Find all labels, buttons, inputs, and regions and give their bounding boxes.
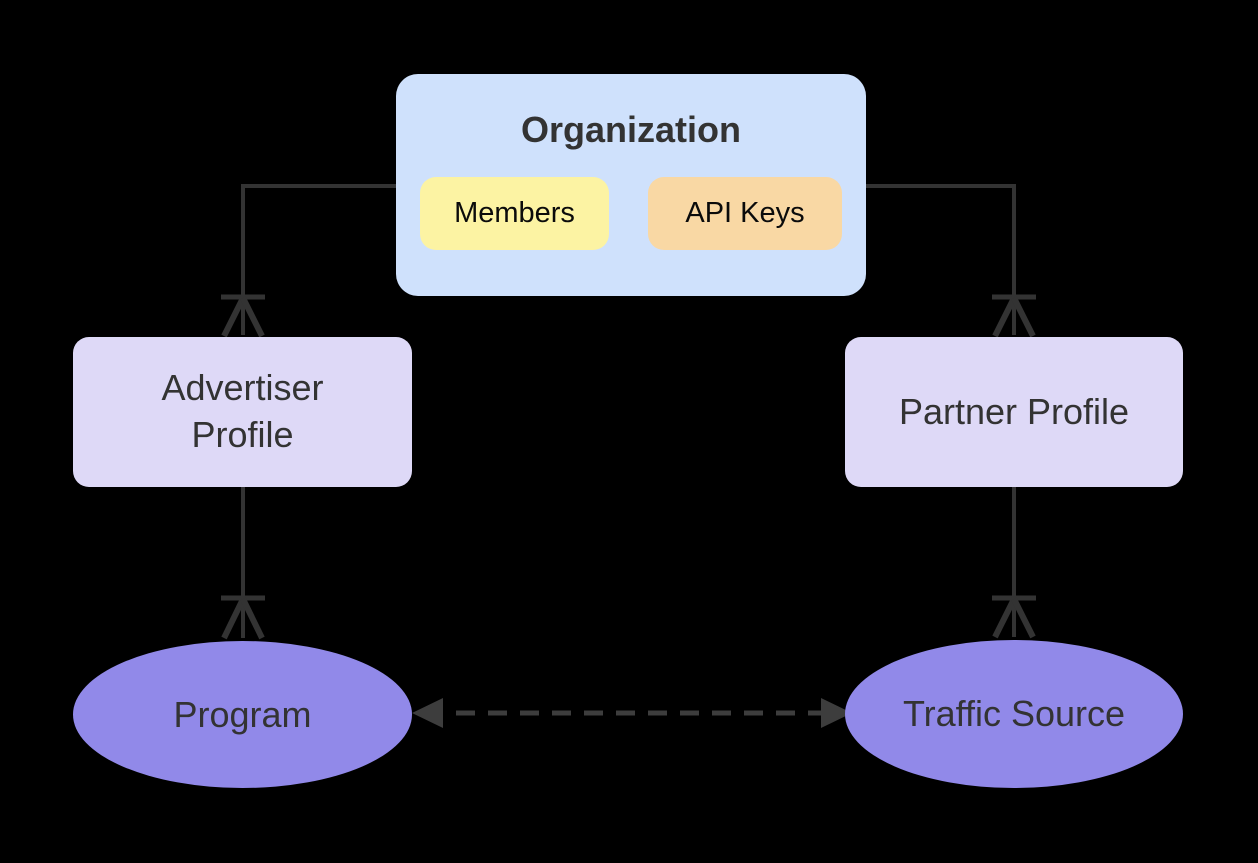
crows-foot-many-icon <box>992 595 1036 639</box>
arrowhead-right-icon <box>821 698 852 728</box>
arrowhead-left-icon <box>412 698 443 728</box>
crows-foot-many-icon <box>992 294 1036 338</box>
traffic-source-label: Traffic Source <box>902 693 1126 734</box>
node-organization: Organization Members API Keys <box>396 74 866 296</box>
partner-profile-label: Partner Profile <box>898 390 1130 432</box>
node-traffic-source: Traffic Source <box>845 640 1183 788</box>
advertiser-profile-label: Advertiser Profile <box>161 367 324 455</box>
program-label: Program <box>173 693 312 735</box>
organization-children-row: Members API Keys <box>420 177 842 251</box>
node-members: Members <box>420 177 609 251</box>
edge-org-to-partner <box>866 184 1036 338</box>
node-partner-profile: Partner Profile <box>845 337 1183 487</box>
organization-label: Organization <box>520 109 741 150</box>
node-program: Program <box>73 641 412 788</box>
node-api-keys: API Keys <box>648 177 842 251</box>
edge-org-to-advertiser <box>221 184 396 338</box>
edge-program-to-traffic <box>412 698 852 728</box>
edge-advertiser-to-program <box>221 487 265 640</box>
node-advertiser-profile: Advertiser Profile <box>73 337 412 487</box>
crows-foot-many-icon <box>221 595 265 640</box>
edge-partner-to-traffic <box>992 487 1036 639</box>
crows-foot-many-icon <box>221 294 265 338</box>
